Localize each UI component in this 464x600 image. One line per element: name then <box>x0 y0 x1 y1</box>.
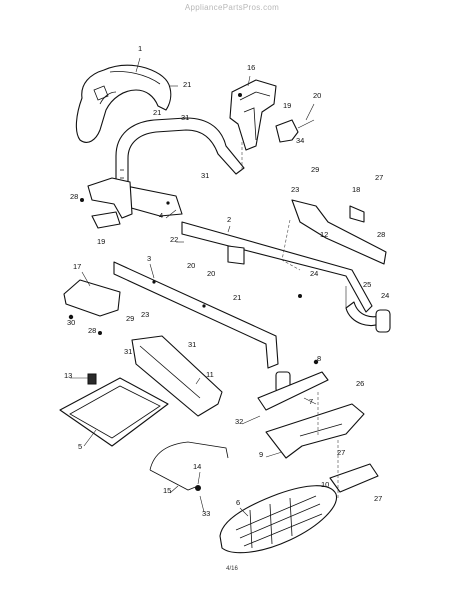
callout-22: 22 <box>170 235 178 244</box>
callout-27: 27 <box>374 494 382 503</box>
page-footer-code: 4/16 <box>226 566 238 572</box>
upper-frame-hoop <box>115 117 245 191</box>
callout-6: 6 <box>236 498 240 507</box>
callout-28: 28 <box>88 326 96 335</box>
callout-19: 19 <box>97 237 105 246</box>
callout-28: 28 <box>377 230 385 239</box>
callout-9: 9 <box>259 450 263 459</box>
callout-31: 31 <box>181 113 189 122</box>
callout-27: 27 <box>375 173 383 182</box>
callout-24: 24 <box>310 269 318 278</box>
callout-15: 15 <box>163 486 171 495</box>
callout-27: 27 <box>337 448 345 457</box>
callout-34: 34 <box>296 136 304 145</box>
part-7-center-plate <box>257 359 329 411</box>
callout-33: 33 <box>202 509 210 518</box>
part-19-left-bracket <box>80 177 133 229</box>
part-2-main-crossbar <box>181 221 373 313</box>
callout-31: 31 <box>188 340 196 349</box>
callout-29: 29 <box>126 314 134 323</box>
callout-30: 30 <box>67 318 75 327</box>
callout-23: 23 <box>141 310 149 319</box>
callout-3: 3 <box>147 254 151 263</box>
callout-10: 10 <box>321 480 329 489</box>
callout-28: 28 <box>70 192 78 201</box>
callout-7: 7 <box>309 397 313 406</box>
callout-20: 20 <box>207 269 215 278</box>
callout-20: 20 <box>313 91 321 100</box>
part-17-left-plate <box>63 279 121 335</box>
part-19-upper-bracket <box>275 119 315 143</box>
callout-24: 24 <box>381 291 389 300</box>
callout-12: 12 <box>320 230 328 239</box>
alignment-lines <box>241 142 339 500</box>
callout-29: 29 <box>311 165 319 174</box>
watermark-text: AppliancePartsPros.com <box>184 3 280 12</box>
callout-17: 17 <box>73 262 81 271</box>
callout-16: 16 <box>247 63 255 72</box>
part-12-right-arm <box>291 199 387 265</box>
part-1-rear-shroud <box>75 64 172 143</box>
part-15-rod <box>149 441 229 491</box>
callout-20: 20 <box>187 261 195 270</box>
part-24-curved-tube <box>345 286 391 333</box>
callout-19: 19 <box>283 101 291 110</box>
callout-1: 1 <box>138 44 142 53</box>
part-11-support-bracket <box>131 335 223 417</box>
callout-11: 11 <box>206 370 214 379</box>
callout-31: 31 <box>201 171 209 180</box>
callout-21: 21 <box>233 293 241 302</box>
leader-lines <box>70 57 317 517</box>
callout-21: 21 <box>153 108 161 117</box>
part-9-lower-bracket <box>265 403 365 459</box>
callout-4: 4 <box>159 211 163 220</box>
callout-32: 32 <box>235 417 243 426</box>
callout-5: 5 <box>78 442 82 451</box>
callout-18: 18 <box>352 185 360 194</box>
callout-31: 31 <box>124 347 132 356</box>
callout-2: 2 <box>227 215 231 224</box>
callout-23: 23 <box>291 185 299 194</box>
callout-21: 21 <box>183 80 191 89</box>
part-10-rear-bracket <box>329 463 379 493</box>
callout-25: 25 <box>363 280 371 289</box>
part-16-seat-bracket <box>229 79 277 151</box>
part-5-floor-panel <box>59 373 169 447</box>
callout-14: 14 <box>193 462 201 471</box>
part-3-lower-frame-bar <box>113 261 279 369</box>
callout-8: 8 <box>317 354 321 363</box>
part-6-foot-rest <box>219 485 338 554</box>
callout-13: 13 <box>64 371 72 380</box>
callout-26: 26 <box>356 379 364 388</box>
